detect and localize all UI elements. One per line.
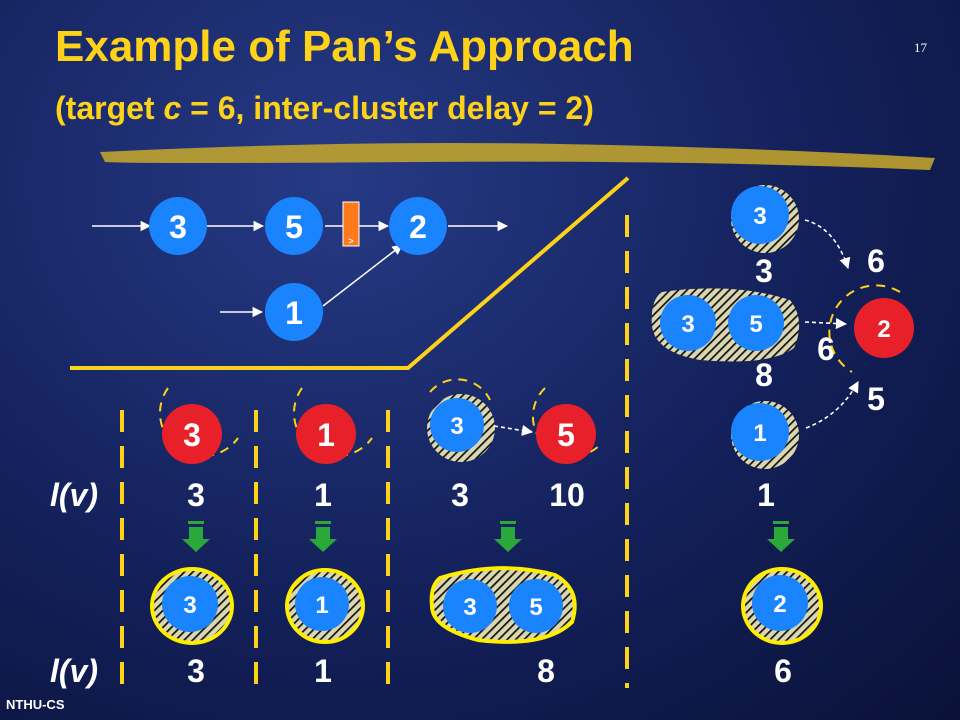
row-label-before: l(v) [50,477,98,513]
step3-l-before: 10 [549,477,585,513]
final-top-label: 3 [755,253,773,289]
title-underline [100,143,935,170]
row-label-before-v: (v) [59,477,98,513]
step1-node [162,404,222,464]
step4-cluster-label: 2 [773,591,786,618]
step3-l-before-input: 3 [451,477,469,513]
separator-line [70,176,630,370]
final-top-edge-label: 6 [867,243,885,279]
final-cluster-label-3: 3 [681,311,694,338]
step-2: 1 1 1 1 [285,387,373,689]
final-target-label: 2 [877,316,890,343]
step3-node [536,404,596,464]
input-label-1: 1 [285,295,303,331]
final-cluster-edge-label: 6 [817,331,835,367]
step3-green-arrow [494,527,522,552]
step-4: 3 3 6 3 5 8 6 2 1 5 1 2 6 [651,185,914,689]
step3-cluster-node-3 [443,579,497,633]
step3-input-label: 3 [450,413,463,440]
step1-l-after: 3 [187,653,205,689]
slide-title: Example of Pan’s Approach [55,22,634,71]
final-bottom-edge [805,381,859,429]
input-label-5: 5 [285,209,303,245]
step-3: 3 5 3 10 3 5 8 [427,378,601,689]
input-label-2: 2 [409,209,427,245]
step4-cluster-node [752,575,808,631]
step1-cluster-node [162,576,218,632]
final-cluster-node-5 [728,295,784,351]
final-top-edge [804,219,851,270]
step3-green-arrow-bar [500,521,516,524]
step3-node-label: 5 [557,417,575,453]
input-node-2 [389,197,447,255]
final-target-node [854,298,914,358]
step3-input-node [430,398,484,452]
row-label-after-l: l [50,653,60,689]
step4-l-before: 1 [757,477,775,513]
final-cluster-label-5: 5 [749,311,762,338]
final-cluster-node-3 [660,295,716,351]
step2-green-arrow [309,527,337,552]
step1-green-arrow [182,527,210,552]
step4-l-after: 6 [774,653,792,689]
step3-cluster-label-3: 3 [463,594,476,621]
step1-node-label: 3 [183,417,201,453]
input-node-3 [149,197,207,255]
step1-cluster-label: 3 [183,592,196,619]
step1-l-before: 3 [187,477,205,513]
row-label-before-l: l [50,477,60,513]
step3-l-after: 8 [537,653,555,689]
input-graph: 3 5 2 1 > [92,197,509,341]
final-top-node-label: 3 [753,203,766,230]
step4-green-arrow-bar [773,521,789,524]
final-cluster-top-label: 8 [755,357,773,393]
input-node-1 [265,283,323,341]
step4-green-arrow [767,527,795,552]
step3-edge [493,424,534,436]
step3-dashed-arc [531,387,601,458]
register-mark: > [348,236,353,246]
page-number: 17 [914,40,927,55]
subtitle-suffix: = 6, inter-cluster delay = 2) [181,90,594,126]
input-edge-1-2 [322,244,403,307]
footer-logo: NTHU-CS [6,697,65,712]
step2-l-before: 1 [314,477,332,513]
step-1: 3 3 3 3 [150,387,239,689]
step3-cluster-node-5 [509,579,563,633]
step3-cluster-label-5: 5 [529,594,542,621]
final-top-node [731,186,789,244]
step1-green-arrow-bar [188,521,204,524]
step2-l-after: 1 [314,653,332,689]
step2-node [296,404,356,464]
input-label-3: 3 [169,209,187,245]
final-target-dashed-arc [828,284,901,373]
row-label-after: l(v) [50,653,98,689]
slide-subtitle: (target c = 6, inter-cluster delay = 2) [55,90,594,127]
final-bottom-node-label: 1 [753,420,766,447]
step2-node-label: 1 [317,417,335,453]
row-label-after-v: (v) [59,653,98,689]
final-bottom-node [731,403,789,461]
final-bottom-edge-label: 5 [867,381,885,417]
step2-cluster-label: 1 [315,592,328,619]
register-block [342,201,360,247]
subtitle-variable: c [163,90,182,126]
final-cluster-edge [804,317,848,330]
step3-dashed-arc-input [429,378,491,401]
step2-green-arrow-bar [315,521,331,524]
input-node-5 [265,197,323,255]
step2-cluster-node [295,577,349,631]
subtitle-prefix: (target [55,90,164,126]
